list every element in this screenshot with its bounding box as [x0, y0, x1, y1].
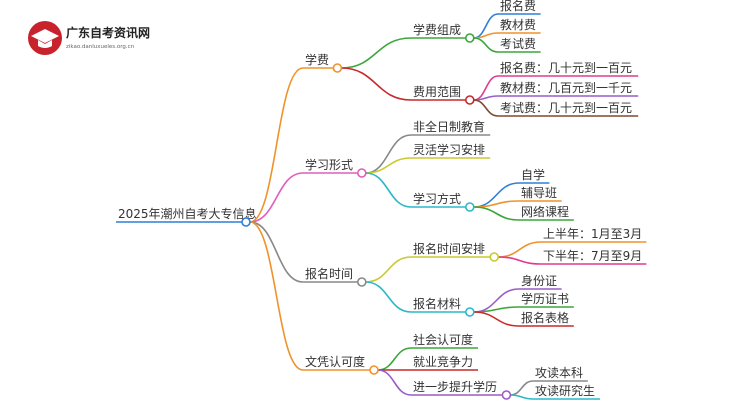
leaf-edge-2-1-2	[473, 311, 520, 327]
sub-node-3-2[interactable]	[501, 390, 512, 400]
leaf-label-2-0-0[interactable]: 上半年：1月至3月	[543, 227, 642, 241]
branch-edge-2	[249, 221, 304, 283]
sub-node-0-1[interactable]	[464, 95, 475, 105]
branch-edge-3	[249, 221, 304, 371]
leaf-label-2-1-0[interactable]: 身份证	[521, 273, 557, 288]
leaf-edge-2-0-1	[498, 256, 542, 265]
leaf-edge-0-0-2	[473, 37, 499, 53]
sub-label-2-1[interactable]: 报名材料	[413, 296, 461, 311]
sub-edge-1-1	[365, 157, 412, 174]
leaf-label-0-0-2[interactable]: 考试费	[500, 36, 536, 51]
site-logo: 广东自考资讯网 zikao.danluxueles.org.cn	[28, 21, 150, 55]
sub-label-3-2[interactable]: 进一步提升学历	[413, 379, 497, 394]
sub-node-2-1[interactable]	[464, 307, 475, 317]
logo-subtitle: zikao.danluxueles.org.cn	[66, 44, 135, 50]
leaf-edge-1-2-1	[473, 200, 520, 208]
sub-edge-3-2	[377, 369, 412, 396]
sub-node-2-0[interactable]	[489, 252, 500, 262]
leaf-edge-2-1-0	[473, 288, 520, 313]
branch-label-1[interactable]: 学习形式	[305, 157, 353, 172]
branch-label-2[interactable]: 报名时间	[305, 266, 353, 281]
leaf-label-1-2-2[interactable]: 网络课程	[521, 204, 569, 219]
leaf-edge-2-1-1	[473, 306, 520, 313]
leaf-label-3-2-0[interactable]: 攻读本科	[535, 366, 583, 380]
logo-title: 广东自考资讯网	[66, 25, 150, 40]
sub-edge-0-0	[341, 37, 412, 69]
sub-label-1-0[interactable]: 非全日制教育	[413, 119, 485, 134]
leaf-label-0-1-2[interactable]: 考试费：几十元到一百元	[500, 100, 632, 115]
sub-node-0-0[interactable]	[464, 33, 475, 43]
sub-edge-3-0	[377, 347, 412, 371]
leaf-label-3-2-1[interactable]: 攻读研究生	[535, 383, 595, 398]
sub-label-3-0[interactable]: 社会认可度	[413, 332, 473, 347]
leaf-label-0-0-1[interactable]: 教材费	[500, 17, 536, 32]
leaf-edge-0-1-1	[473, 95, 499, 101]
leaf-edge-2-0-0	[498, 241, 542, 258]
leaf-label-1-2-0[interactable]: 自学	[521, 167, 545, 182]
branch-node-1[interactable]	[356, 168, 367, 178]
leaf-edge-0-0-1	[473, 32, 499, 39]
branch-label-3[interactable]: 文凭认可度	[305, 354, 365, 369]
graduation-cap-icon	[31, 29, 59, 48]
leaf-label-1-2-1[interactable]: 辅导班	[521, 186, 557, 200]
root-node-handle[interactable]	[241, 217, 251, 227]
sub-label-2-0[interactable]: 报名时间安排	[413, 241, 485, 256]
branch-label-0[interactable]: 学费	[305, 52, 329, 67]
sub-edge-0-1	[341, 67, 412, 101]
leaf-label-0-1-1[interactable]: 教材费：几百元到一千元	[500, 80, 632, 95]
leaf-edge-0-0-0	[473, 13, 499, 39]
branch-edge-0	[249, 67, 304, 223]
sub-node-1-2[interactable]	[464, 202, 475, 212]
sub-label-3-1[interactable]: 就业竞争力	[413, 355, 473, 369]
sub-label-1-2[interactable]: 学习方式	[413, 191, 461, 206]
sub-label-1-1[interactable]: 灵活学习安排	[413, 142, 485, 157]
leaf-label-0-1-0[interactable]: 报名费：几十元到一百元	[500, 60, 632, 75]
branch-node-0[interactable]	[332, 63, 343, 73]
leaf-label-2-1-2[interactable]: 报名表格	[521, 310, 569, 325]
root-node-label[interactable]: 2025年潮州自考大专信息	[118, 206, 257, 221]
sub-label-0-0[interactable]: 学费组成	[413, 22, 461, 37]
leaf-label-0-0-0[interactable]: 报名费	[500, 0, 536, 13]
leaf-edge-1-2-2	[473, 206, 520, 221]
branch-edge-1	[249, 172, 304, 223]
sub-edge-2-1	[365, 281, 412, 313]
branch-node-3[interactable]	[369, 365, 379, 375]
leaf-label-2-0-1[interactable]: 下半年：7月至9月	[543, 249, 642, 263]
leaf-edge-0-1-2	[473, 99, 499, 117]
branch-node-2[interactable]	[356, 277, 367, 287]
leaf-edge-3-2-1	[510, 394, 534, 400]
sub-edge-1-2	[365, 172, 412, 208]
sub-edge-1-0	[365, 134, 412, 174]
leaf-label-2-1-1[interactable]: 学历证书	[521, 291, 569, 306]
sub-label-0-1[interactable]: 费用范围	[413, 85, 461, 99]
sub-edge-2-0	[365, 256, 412, 283]
leaf-edge-3-2-0	[510, 380, 534, 396]
